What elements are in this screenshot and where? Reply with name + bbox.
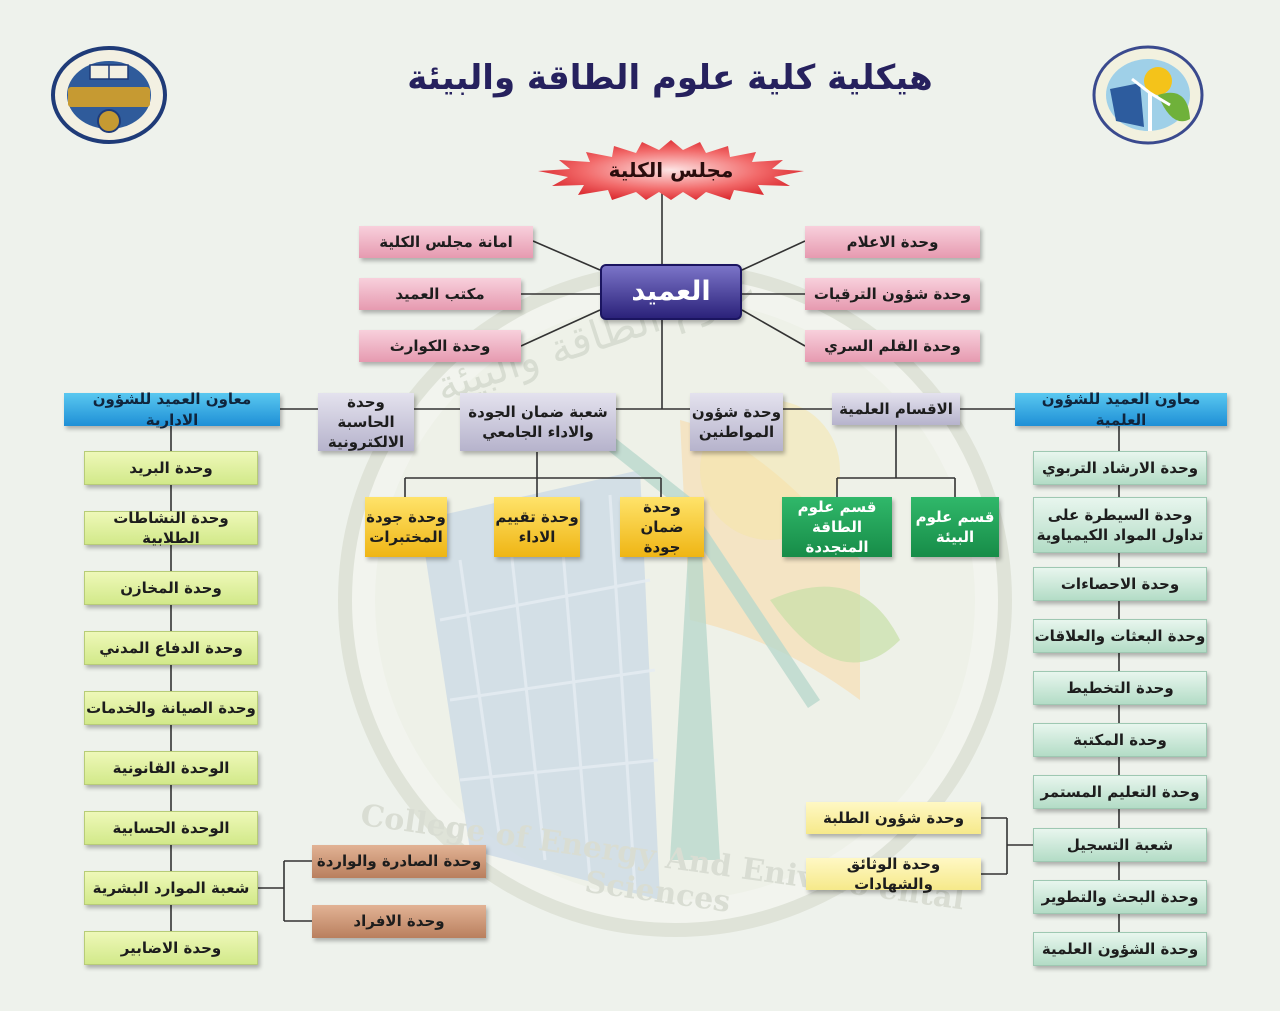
environment-dept-label: قسم علوم البيئة [915,507,995,546]
sci-unit-missions: وحدة البعثات والعلاقات [1033,619,1207,653]
disaster-unit-box: وحدة الكوارث [359,330,521,362]
quality-assurance-unit-box: وحدة ضمان جودة [620,497,704,557]
hr-personnel-unit-label: وحدة الافراد [353,912,445,931]
admin-unit-label: وحدة الصيانة والخدمات [86,698,256,717]
admin-unit-files: وحدة الاضابير [84,931,258,965]
admin-unit-label: وحدة الاضابير [120,938,222,957]
confidential-unit-box: وحدة القلم السري [805,330,980,362]
quality-division-label: شعبة ضمان الجودة والاداء الجامعي [468,402,608,441]
admin-unit-label: الوحدة الحسابية [112,818,230,837]
lab-quality-unit-box: وحدة جودة المختبرات [365,497,447,557]
sci-unit-label: وحدة البعثات والعلاقات [1034,626,1206,645]
lab-quality-unit-label: وحدة جودة المختبرات [366,507,446,546]
sci-unit-library: وحدة المكتبة [1033,723,1207,757]
promotions-unit-label: وحدة شؤون الترقيات [813,284,972,303]
dean-label: العميد [631,275,711,307]
admin-unit-mail: وحدة البريد [84,451,258,485]
admin-unit-maintenance: وحدة الصيانة والخدمات [84,691,258,725]
student-affairs-unit-label: وحدة شؤون الطلبة [822,808,965,827]
computer-unit-box: وحدة الحاسبة الالكترونية [318,393,414,451]
admin-unit-hr: شعبة الموارد البشرية [84,871,258,905]
renewable-energy-dept-label: قسم علوم الطاقة المتجددة [797,497,877,557]
admin-assistant-box: معاون العميد للشؤون الادارية [64,390,280,429]
admin-unit-label: وحدة الدفاع المدني [99,638,243,657]
council-label: مجلس الكلية [608,158,734,182]
dean-office-box: مكتب العميد [359,278,521,310]
sci-unit-registration: شعبة التسجيل [1033,828,1207,862]
environment-dept-box: قسم علوم البيئة [911,497,999,557]
computer-unit-label: وحدة الحاسبة الالكترونية [327,392,405,452]
admin-unit-accounts: الوحدة الحسابية [84,811,258,845]
departments-label: الاقسام العلمية [839,399,953,418]
confidential-unit-label: وحدة القلم السري [824,336,961,355]
admin-unit-civil-defense: وحدة الدفاع المدني [84,631,258,665]
performance-unit-box: وحدة تقييم الاداء [494,497,580,557]
university-logo [51,46,167,144]
admin-unit-label: الوحدة القانونية [112,758,230,777]
sci-unit-label: وحدة البحث والتطوير [1041,887,1199,906]
sci-unit-label: وحدة الارشاد التربوي [1041,458,1199,477]
renewable-energy-dept-box: قسم علوم الطاقة المتجددة [782,497,892,557]
council-starburst-shape [538,140,804,200]
sci-unit-continuing-education: وحدة التعليم المستمر [1033,775,1207,809]
citizens-unit-label: وحدة شؤون المواطنين [691,402,782,441]
citizens-unit-box: وحدة شؤون المواطنين [690,393,783,451]
sci-unit-label: وحدة الاحصاءات [1060,574,1180,593]
quality-assurance-unit-label: وحدة ضمان جودة [640,497,684,557]
sci-unit-label: وحدة الشؤون العلمية [1041,939,1199,958]
disaster-unit-label: وحدة الكوارث [389,336,491,355]
council-secretariat-box: امانة مجلس الكلية [359,226,533,258]
admin-unit-stores: وحدة المخازن [84,571,258,605]
page-title: هيكلية كلية علوم الطاقة والبيئة [407,58,933,98]
sci-unit-label: وحدة التخطيط [1066,678,1174,697]
sci-unit-research: وحدة البحث والتطوير [1033,880,1207,914]
admin-unit-label: وحدة البريد [129,458,213,477]
sci-assistant-box: معاون العميد للشؤون العلمية [1015,390,1227,429]
sci-assistant-label: معاون العميد للشؤون العلمية [1041,390,1201,429]
documents-unit-label: وحدة الوثائق والشهادات [846,854,941,893]
media-unit-label: وحدة الاعلام [846,232,939,251]
council-secretariat-label: امانة مجلس الكلية [379,232,513,251]
hr-personnel-unit-box: وحدة الافراد [312,905,486,938]
college-logo [1092,45,1204,145]
admin-unit-label: وحدة النشاطات الطلابية [113,508,229,547]
sci-unit-statistics: وحدة الاحصاءات [1033,567,1207,601]
sci-unit-planning: وحدة التخطيط [1033,671,1207,705]
dean-box: العميد [600,264,742,320]
sci-unit-scientific-affairs: وحدة الشؤون العلمية [1033,932,1207,966]
sci-unit-label: شعبة التسجيل [1066,835,1174,854]
quality-division-box: شعبة ضمان الجودة والاداء الجامعي [460,393,616,451]
sci-unit-label: وحدة التعليم المستمر [1040,782,1200,801]
dean-office-label: مكتب العميد [395,284,485,303]
college-council: مجلس الكلية [538,140,804,208]
sci-unit-label: وحدة السيطرة على تداول المواد الكيمياوية [1036,505,1204,544]
admin-assistant-label: معاون العميد للشؤون الادارية [92,390,252,429]
departments-box: الاقسام العلمية [832,393,960,425]
hr-correspondence-unit-label: وحدة الصادرة والواردة [316,852,482,871]
promotions-unit-box: وحدة شؤون الترقيات [805,278,980,310]
sci-unit-guidance: وحدة الارشاد التربوي [1033,451,1207,485]
performance-unit-label: وحدة تقييم الاداء [495,507,579,546]
admin-unit-label: شعبة الموارد البشرية [92,878,250,897]
student-affairs-unit-box: وحدة شؤون الطلبة [806,802,981,834]
sci-unit-chemicals: وحدة السيطرة على تداول المواد الكيمياوية [1033,497,1207,553]
admin-unit-legal: الوحدة القانونية [84,751,258,785]
media-unit-box: وحدة الاعلام [805,226,980,258]
documents-unit-box: وحدة الوثائق والشهادات [806,855,981,893]
hr-correspondence-unit-box: وحدة الصادرة والواردة [312,845,486,878]
admin-unit-label: وحدة المخازن [120,578,222,597]
sci-unit-label: وحدة المكتبة [1073,730,1167,749]
admin-unit-activities: وحدة النشاطات الطلابية [84,509,258,547]
